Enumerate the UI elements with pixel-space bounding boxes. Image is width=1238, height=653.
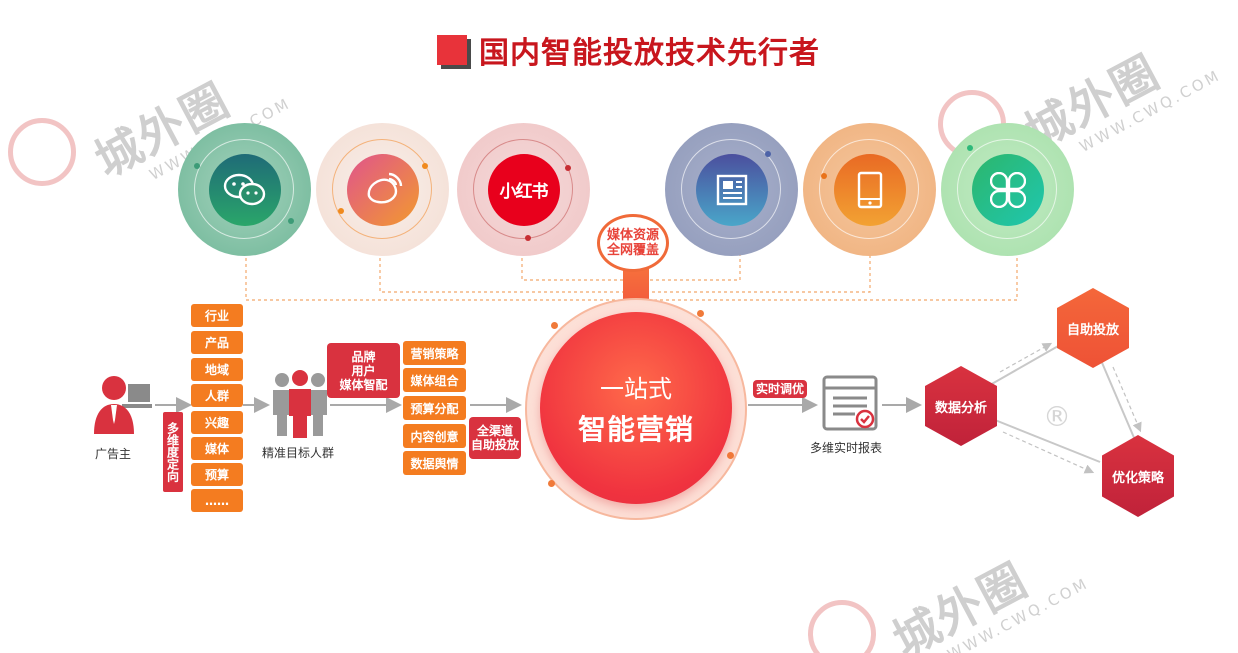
report-icon <box>821 374 879 436</box>
strategy-box[interactable]: 媒体组合 <box>403 368 466 392</box>
orbit-dot <box>288 218 294 224</box>
dimension-label: 媒体 <box>204 442 229 456</box>
media-circle-xiaohongshu[interactable]: 小红书 <box>457 123 590 256</box>
xiaohongshu-label: 小红书 <box>499 182 549 202</box>
phone-icon <box>833 153 906 226</box>
media-circle-news[interactable] <box>665 123 798 256</box>
dimension-label: …… <box>205 493 229 508</box>
targeting-tag: 多维度定向 <box>163 412 183 492</box>
orbit-dot <box>821 173 827 179</box>
hexagon-auto-delivery-label: 自助投放 <box>1066 322 1119 338</box>
center-orbit-dot <box>548 480 555 487</box>
media-circle-app[interactable] <box>941 123 1074 256</box>
dimension-label: 行业 <box>204 309 229 323</box>
audience-label: 精准目标人群 <box>262 446 335 460</box>
center-line1: 一站式 <box>600 374 672 403</box>
dimension-box[interactable]: 媒体 <box>191 437 243 460</box>
orbit-ring <box>473 139 573 239</box>
orbit-dot <box>765 151 771 157</box>
page-title: 国内智能投放技术先行者 <box>437 30 820 71</box>
orbit-ring <box>194 139 294 239</box>
registered-mark: ® <box>1043 400 1071 433</box>
media-circle-phone[interactable] <box>803 123 936 256</box>
strategy-label: 预算分配 <box>410 401 459 416</box>
center-orbit-dot <box>551 322 558 329</box>
strategy-box[interactable]: 营销策略 <box>403 341 466 365</box>
targeting-tag-text: 多维度定向 <box>165 422 180 482</box>
orbit-ring <box>332 139 432 239</box>
dimension-label: 产品 <box>204 336 229 350</box>
orbit-ring <box>819 139 919 239</box>
strategy-label: 媒体组合 <box>410 373 459 388</box>
channel-line2: 自助投放 <box>470 438 519 452</box>
bubble-line1: 媒体资源 <box>606 228 659 243</box>
channel-box: 全渠道 自助投放 <box>469 417 521 459</box>
orbit-dot <box>565 165 571 171</box>
brand-line3: 媒体智配 <box>339 377 388 392</box>
center-orbit-dot <box>697 310 704 317</box>
center-circle: 一站式 智能营销 <box>540 312 732 504</box>
xiaohongshu-icon: 小红书 <box>487 153 560 226</box>
realtime-tag-text: 实时调优 <box>755 382 804 396</box>
hexagon-data-analysis-label: 数据分析 <box>934 400 987 416</box>
center-orbit-dot <box>727 452 734 459</box>
dimension-box[interactable]: 人群 <box>191 384 243 407</box>
orbit-ring <box>681 139 781 239</box>
dimension-label: 预算 <box>204 468 229 482</box>
weibo-icon <box>346 153 419 226</box>
dimension-box[interactable]: 地域 <box>191 358 243 381</box>
audience-icon <box>270 370 330 444</box>
dimension-label: 兴趣 <box>204 416 229 430</box>
media-circle-weibo[interactable] <box>316 123 449 256</box>
strategy-label: 数据舆情 <box>410 456 459 471</box>
dimension-label: 人群 <box>204 389 229 403</box>
title-square-icon <box>437 35 467 65</box>
realtime-tag: 实时调优 <box>753 380 807 398</box>
orbit-dot <box>525 235 531 241</box>
media-circle-wechat[interactable] <box>178 123 311 256</box>
dimension-label: 地域 <box>204 363 229 377</box>
orbit-dot <box>194 163 200 169</box>
app-icon <box>971 153 1044 226</box>
dimension-box[interactable]: 产品 <box>191 331 243 354</box>
orbit-ring <box>957 139 1057 239</box>
dimension-box[interactable]: 行业 <box>191 304 243 327</box>
hexagon-optimize-strategy-label: 优化策略 <box>1111 470 1164 486</box>
brand-line1: 品牌 <box>351 349 376 364</box>
orbit-dot <box>338 208 344 214</box>
strategy-box[interactable]: 内容创意 <box>403 424 466 448</box>
strategy-label: 营销策略 <box>410 346 459 361</box>
hexagon-data-analysis[interactable]: 数据分析 <box>925 366 997 446</box>
strategy-label: 内容创意 <box>410 429 459 444</box>
brand-match-box: 品牌 用户 媒体智配 <box>327 343 400 398</box>
channel-line1: 全渠道 <box>476 424 513 438</box>
media-coverage-bubble: 媒体资源 全网覆盖 <box>597 214 669 272</box>
orbit-dot <box>422 163 428 169</box>
wechat-icon <box>208 153 281 226</box>
hexagon-auto-delivery[interactable]: 自助投放 <box>1057 288 1129 368</box>
strategy-box[interactable]: 数据舆情 <box>403 451 466 475</box>
advertiser-label: 广告主 <box>95 447 132 461</box>
dimension-box[interactable]: 兴趣 <box>191 411 243 434</box>
dimension-box[interactable]: 预算 <box>191 463 243 486</box>
report-label: 多维实时报表 <box>810 441 883 455</box>
dimension-box[interactable]: …… <box>191 489 243 512</box>
title-text: 国内智能投放技术先行者 <box>479 36 820 71</box>
bubble-line2: 全网覆盖 <box>606 243 659 258</box>
orbit-dot <box>967 145 973 151</box>
news-icon <box>695 153 768 226</box>
strategy-box[interactable]: 预算分配 <box>403 396 466 420</box>
center-line2: 智能营销 <box>577 412 694 446</box>
brand-line2: 用户 <box>351 363 376 378</box>
advertiser-icon <box>92 372 156 446</box>
